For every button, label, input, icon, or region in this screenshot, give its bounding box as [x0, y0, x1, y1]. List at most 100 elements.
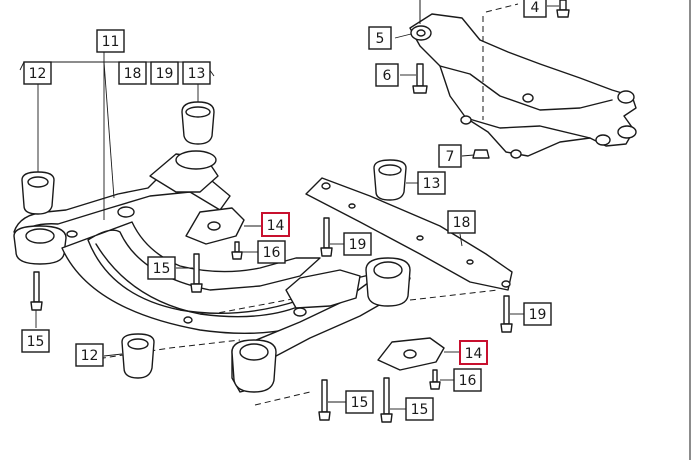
main-subframe [13, 150, 499, 406]
bush-13-top-cap [185, 106, 211, 118]
bar-hole-3 [416, 235, 424, 241]
bolt-15-mid-head [190, 283, 203, 293]
bolt-15-right-head [380, 413, 393, 423]
bolt-19-lower [503, 295, 510, 325]
callout-19-mid: 19 [343, 232, 372, 256]
leader-18b [459, 233, 463, 247]
callout-text-13b: 13 [423, 176, 441, 192]
leader-11-bracket [19, 52, 105, 71]
callout-6: 6 [375, 63, 399, 87]
bush-12-bottom [121, 333, 155, 379]
leader-5 [394, 33, 412, 39]
callout-text-14b: 14 [465, 346, 483, 362]
beam-hole-1 [117, 206, 135, 218]
bolt-15-rear-head [318, 411, 331, 421]
inset-ridge [439, 65, 613, 111]
beam-hole-3 [293, 307, 307, 317]
bolt-6-head [412, 85, 428, 94]
callout-15-mid: 15 [147, 256, 176, 280]
callout-text-5: 5 [376, 31, 385, 47]
callout-15-right: 15 [405, 397, 434, 421]
inset-lower-ridge [465, 117, 591, 139]
callout-12-bottom: 12 [75, 343, 104, 367]
callout-18-right: 18 [447, 210, 476, 234]
callout-15-left: 15 [21, 329, 50, 353]
callout-text-4: 4 [531, 0, 540, 16]
callout-4: 4 [523, 0, 547, 18]
callout-13-right: 13 [417, 171, 446, 195]
bush-12-left-cap [27, 176, 49, 188]
guide-dash-4 [89, 339, 241, 361]
bush-12-bottom-cap [127, 338, 149, 350]
inset-mount-right [617, 90, 635, 104]
bolt-4-head [556, 9, 570, 18]
callout-18-top: 18 [118, 61, 147, 85]
inset-mount-right-low [617, 125, 637, 139]
inset-hole-2 [460, 115, 472, 125]
callout-text-13: 13 [188, 66, 206, 82]
callout-text-19b: 19 [349, 237, 367, 253]
bolt-19-lower-head [500, 323, 513, 333]
mount-rear-right-hole [373, 261, 403, 279]
callout-7: 7 [438, 144, 462, 168]
bar-hole-4 [466, 259, 474, 265]
bolt-16-upper [234, 241, 240, 253]
beam-hole-4 [183, 316, 193, 324]
bar-hole-1 [321, 182, 331, 190]
callout-12-top: 12 [23, 61, 52, 85]
bar-hole-2 [348, 203, 356, 209]
reinforcement-bar-18 [305, 177, 513, 291]
bush-13-top [181, 101, 215, 145]
callout-16-lower: 16 [453, 368, 482, 392]
inset-mount-low [595, 134, 611, 146]
leader-lines [19, 5, 559, 410]
callout-19-lower: 19 [523, 302, 552, 326]
bolt-15-rear [321, 379, 328, 413]
inset-hole-3 [510, 149, 522, 159]
callout-14-upper: 14 [261, 212, 290, 237]
callout-text-11: 11 [102, 34, 120, 50]
callout-text-18: 18 [124, 66, 142, 82]
callout-text-15a: 15 [153, 261, 171, 277]
guide-dash-3 [254, 391, 311, 406]
callout-text-6: 6 [383, 68, 392, 84]
callout-text-15b: 15 [27, 334, 45, 350]
beam-hole-2 [66, 230, 78, 238]
mount-left-front-hole [25, 228, 55, 244]
bolt-4 [559, 0, 567, 11]
reinforcement-bar-body [305, 177, 513, 291]
bolt-16-upper-head [231, 251, 243, 260]
callout-text-16b: 16 [459, 373, 477, 389]
callout-text-19c: 19 [529, 307, 547, 323]
callout-text-15c: 15 [351, 395, 369, 411]
bolt-15-left [33, 271, 40, 303]
bolts [30, 217, 513, 423]
nut-7 [472, 149, 490, 159]
callout-text-7: 7 [446, 149, 455, 165]
leader-12b [103, 353, 123, 357]
leader-7 [461, 154, 475, 157]
callout-text-19: 19 [156, 66, 174, 82]
inset-mount-top-hole [416, 29, 426, 37]
bolt-19-upper-head [320, 247, 333, 257]
top-bracket-seat [175, 150, 217, 170]
bolt-19-upper [323, 217, 330, 249]
bush-12-left [21, 171, 55, 215]
bracket-14-lower-hole [403, 349, 417, 359]
bolt-16-lower-head [429, 381, 441, 390]
callout-text-12b: 12 [81, 348, 99, 364]
callout-15-rear: 15 [345, 390, 374, 414]
bolt-16-lower [432, 369, 438, 383]
mount-rear-left-hole [239, 343, 269, 361]
callout-text-18b: 18 [453, 215, 471, 231]
inset-hole-1 [522, 93, 534, 103]
callout-19-top: 19 [150, 61, 179, 85]
callout-text-16: 16 [263, 245, 281, 261]
callout-text-12: 12 [29, 66, 47, 82]
callout-5: 5 [368, 26, 392, 50]
callout-13-top: 13 [182, 61, 211, 85]
bush-13-right [373, 159, 407, 201]
guide-dash-5 [409, 289, 499, 301]
